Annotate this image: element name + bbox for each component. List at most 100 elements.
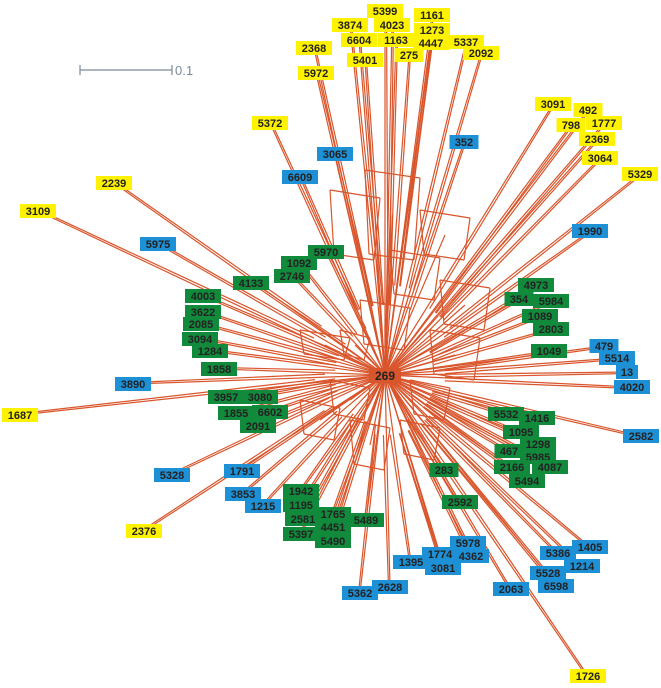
node-3890: 3890 bbox=[115, 377, 151, 391]
branch-edge bbox=[426, 103, 554, 308]
branch-edge bbox=[203, 294, 341, 353]
node-label: 2166 bbox=[500, 462, 524, 474]
node-box bbox=[425, 561, 461, 575]
node-label: 3091 bbox=[541, 99, 565, 111]
node-box bbox=[140, 237, 176, 251]
node-label: 283 bbox=[435, 465, 453, 477]
branch-edge bbox=[440, 139, 599, 318]
branch-edge bbox=[433, 109, 589, 312]
branch-edge bbox=[132, 373, 325, 384]
node-label: 467 bbox=[500, 446, 518, 458]
node-2092: 2092 bbox=[463, 46, 499, 60]
node-box bbox=[348, 513, 384, 527]
node-label: 1942 bbox=[289, 486, 313, 498]
branch-edge bbox=[405, 41, 467, 288]
node-label: 354 bbox=[510, 294, 529, 306]
node-5397: 5397 bbox=[283, 527, 319, 541]
reticulation-edge bbox=[443, 323, 485, 331]
node-2239: 2239 bbox=[96, 176, 132, 190]
node-label: 3080 bbox=[248, 392, 272, 404]
branch-edge bbox=[210, 348, 336, 366]
node-4973: 4973 bbox=[518, 278, 554, 292]
node-3853: 3853 bbox=[225, 487, 261, 501]
node-label: 5397 bbox=[289, 529, 313, 541]
branch-edge bbox=[445, 372, 628, 378]
node-label: 3890 bbox=[121, 379, 145, 391]
node-label: 1089 bbox=[528, 311, 552, 323]
node-box bbox=[252, 116, 288, 130]
node-2376: 2376 bbox=[126, 524, 162, 538]
node-box bbox=[586, 116, 622, 130]
node-label: 5489 bbox=[354, 515, 378, 527]
node-box bbox=[582, 151, 618, 165]
node-box bbox=[429, 463, 459, 477]
node-1765: 1765 bbox=[315, 507, 351, 521]
node-5399: 5399 bbox=[367, 4, 403, 18]
node-3094: 3094 bbox=[182, 332, 218, 346]
branch-edge bbox=[443, 231, 592, 338]
node-3957: 3957 bbox=[208, 390, 244, 404]
branch-edge bbox=[251, 281, 346, 345]
branch-edge bbox=[331, 420, 366, 514]
node-label: 3853 bbox=[231, 489, 255, 501]
branch-edge bbox=[19, 382, 316, 416]
node-box bbox=[347, 53, 383, 67]
node-box bbox=[183, 317, 219, 331]
node-1163: 1163 bbox=[378, 33, 414, 47]
node-label: 3874 bbox=[338, 20, 363, 32]
branch-edge bbox=[426, 417, 559, 554]
branch-edge bbox=[389, 434, 411, 563]
node-box bbox=[218, 406, 254, 420]
node-5401: 5401 bbox=[347, 53, 383, 67]
branch-edge bbox=[219, 366, 336, 371]
node-box bbox=[494, 460, 530, 474]
node-box bbox=[233, 276, 269, 290]
node-box bbox=[535, 97, 571, 111]
branch-edge bbox=[385, 10, 389, 306]
branch-edge bbox=[384, 374, 425, 434]
reticulation-edge bbox=[363, 387, 371, 421]
node-box bbox=[394, 48, 424, 62]
branch-edge bbox=[363, 424, 377, 520]
node-label: 2592 bbox=[448, 497, 472, 509]
branch-edge bbox=[422, 421, 557, 587]
node-box bbox=[414, 8, 450, 22]
node-label: 4003 bbox=[191, 291, 215, 303]
node-5362: 5362 bbox=[342, 586, 378, 600]
branch-edge bbox=[434, 350, 550, 369]
node-label: 5490 bbox=[321, 536, 345, 548]
branch-edge bbox=[316, 72, 373, 307]
node-5975: 5975 bbox=[140, 237, 176, 251]
branch-edge bbox=[444, 380, 632, 390]
reticulation-edge bbox=[353, 463, 385, 471]
branch-edge bbox=[444, 346, 605, 371]
branch-edge bbox=[171, 397, 330, 475]
branch-edge bbox=[384, 310, 434, 376]
node-label: 1298 bbox=[526, 439, 550, 451]
node-5329: 5329 bbox=[622, 167, 658, 181]
node-label: 5978 bbox=[456, 538, 480, 550]
node-2085: 2085 bbox=[183, 317, 219, 331]
node-6604: 6604 bbox=[341, 33, 377, 47]
node-box bbox=[599, 351, 635, 365]
node-5489: 5489 bbox=[348, 513, 384, 527]
node-2746: 2746 bbox=[274, 269, 310, 283]
node-box bbox=[154, 468, 190, 482]
node-label: 5494 bbox=[515, 476, 540, 488]
branch-edge bbox=[218, 368, 336, 374]
node-box bbox=[519, 411, 555, 425]
node-label: 1161 bbox=[420, 10, 444, 22]
node-box bbox=[572, 540, 608, 554]
node-479: 479 bbox=[589, 339, 619, 353]
node-1049: 1049 bbox=[531, 344, 567, 358]
branch-edge bbox=[377, 374, 386, 425]
node-box bbox=[572, 224, 608, 238]
branch-edge bbox=[394, 55, 412, 286]
node-box bbox=[296, 41, 332, 55]
node-box bbox=[281, 256, 317, 270]
branch-edge bbox=[424, 419, 558, 555]
node-label: 4447 bbox=[419, 38, 443, 50]
node-6602: 6602 bbox=[252, 405, 288, 419]
node-label: 2092 bbox=[469, 48, 493, 60]
node-label: 1990 bbox=[578, 226, 602, 238]
